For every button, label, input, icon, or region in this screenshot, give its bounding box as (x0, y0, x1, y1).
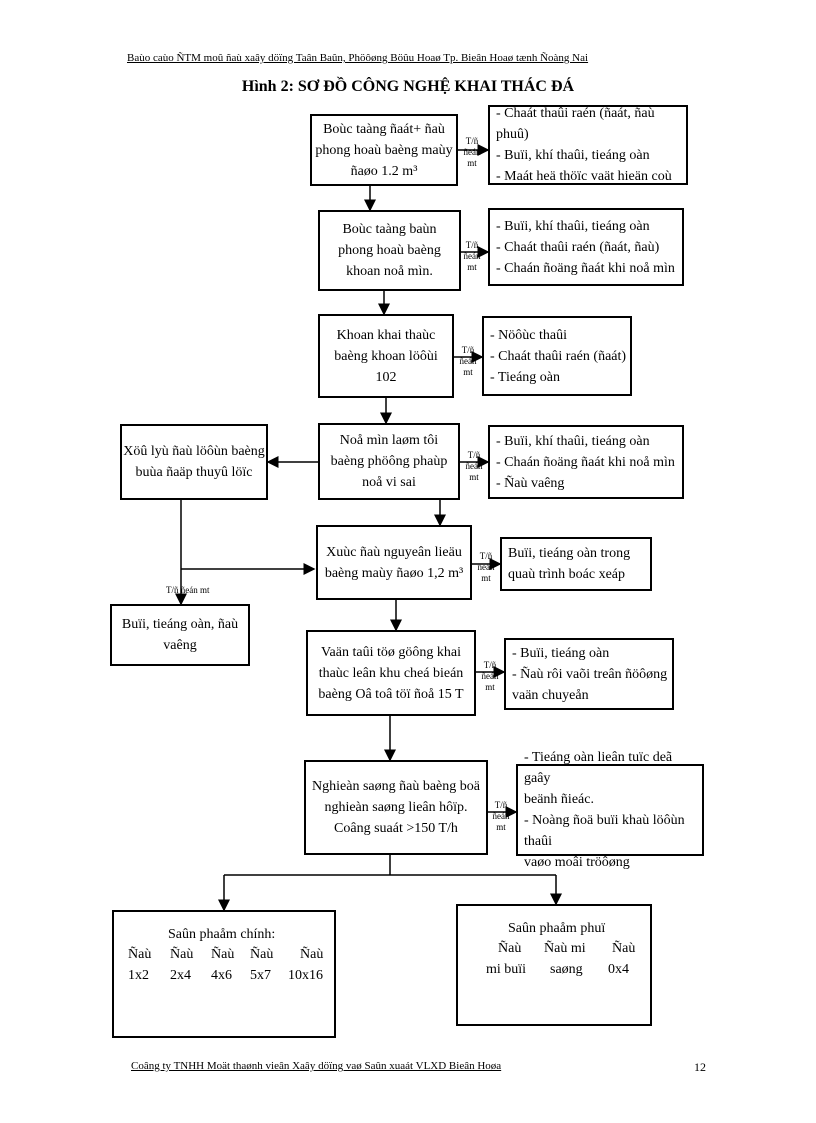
flow-label: T/ñ ñeán mt (492, 800, 510, 832)
product-size: 10x16 (288, 968, 323, 983)
impact-item: - Noàng ñoä buïi khaù löôùn thaûi (524, 813, 685, 849)
secondary-blast-box: Xöû lyù ñaù löôùn baèng buùa ñaäp thuyû … (120, 424, 268, 500)
impact-list: - Chaát thaûi raén (ñaát, ñaù phuû) - Bu… (490, 103, 686, 187)
diagram-title: Hình 2: SƠ ĐỒ CÔNG NGHỆ KHAI THÁC ĐÁ (241, 78, 575, 95)
process-step-text: Xuùc ñaù nguyeân lieäu baèng maùy ñaøo 1… (324, 544, 464, 581)
side-flow-label: T/ñ ñeán mt (166, 585, 210, 595)
product-size: 4x6 (211, 968, 232, 983)
process-step-text: Khoan khai thaùc baèng khoan löôùi 102 (334, 327, 438, 385)
process-step-text: Nghieàn saøng ñaù baèng boä nghieàn saøn… (312, 779, 480, 836)
impact-list: - Buïi, khí thaûi, tieáng oàn - Chaát th… (490, 216, 675, 279)
impact-item: - Nöôùc thaûi (490, 327, 567, 343)
product-label: Ñaù (128, 947, 152, 962)
impact-list: - Buïi, khí thaûi, tieáng oàn - Chaán ño… (490, 431, 675, 494)
product-label: Ñaù (250, 947, 274, 962)
impact-list: Buïi, tieáng oàn trong quaù trình boác x… (502, 543, 630, 585)
impact-item: vaän chuyeån (512, 687, 589, 703)
process-step-text: Vaän taûi töø göông khai thaùc leân khu … (318, 644, 464, 702)
impact-box-blasting: - Buïi, khí thaûi, tieáng oàn - Chaán ño… (488, 425, 684, 499)
impact-item: - Buïi, khí thaûi, tieáng oàn (496, 433, 650, 449)
impact-item: - Chaát thaûi raén (ñaát) (490, 348, 627, 364)
main-products-title: Saûn phaåm chính: (168, 927, 276, 942)
impact-item: - Tieáng oàn (490, 369, 560, 385)
impact-item: - Ñaù rôi vaõi treân ñöôøng (512, 666, 668, 682)
product-label: Ñaù (498, 941, 522, 956)
flow-label: T/ñ ñeán mt (465, 450, 483, 482)
by-products-title: Saûn phaåm phuï (508, 921, 606, 936)
impact-box-stripping-soil: - Chaát thaûi raén (ñaát, ñaù phuû) - Bu… (488, 105, 688, 185)
impact-item: - Chaán ñoäng ñaát khi noå mìn (496, 454, 675, 470)
product-label: Ñaù (170, 947, 194, 962)
by-products-box: Saûn phaåm phuï Ñaù Ñaù mi Ñaù mi buïi s… (456, 904, 652, 1026)
impact-box-loading: Buïi, tieáng oàn trong quaù trình boác x… (500, 537, 652, 591)
impact-list: - Buïi, tieáng oàn - Ñaù rôi vaõi treân … (506, 643, 667, 706)
impact-box-drilling: - Nöôùc thaûi - Chaát thaûi raén (ñaát) … (482, 316, 632, 396)
product-label: Ñaù mi (544, 941, 586, 956)
impact-item: - Chaát thaûi raén (ñaát, ñaù) (496, 239, 660, 255)
product-size: 0x4 (608, 962, 629, 977)
impact-item: - Buïi, tieáng oàn (512, 645, 610, 661)
product-size: 2x4 (170, 968, 191, 983)
process-step-text: Noå mìn laøm tôi baèng phöông phaùp noå … (330, 433, 448, 490)
process-step-transport: Vaän taûi töø göông khai thaùc leân khu … (306, 630, 476, 716)
impact-box-crushing: - Tieáng oàn lieân tuïc deã gaây beänh ñ… (516, 750, 704, 870)
page-footer: Coâng ty TNHH Moät thaønh vieân Xaây döï… (131, 1060, 502, 1072)
impact-item: - Chaát thaûi raén (ñaát, ñaù phuû) (496, 106, 655, 142)
secondary-blast-text: Xöû lyù ñaù löôùn baèng buùa ñaäp thuyû … (123, 444, 265, 480)
flow-label: T/ñ ñeán mt (459, 345, 477, 377)
impact-item: Buïi, tieáng oàn trong (508, 546, 631, 561)
process-step-drilling: Khoan khai thaùc baèng khoan löôùi 102 (318, 314, 454, 398)
impact-item: quaù trình boác xeáp (508, 567, 626, 582)
impact-box-transport: - Buïi, tieáng oàn - Ñaù rôi vaõi treân … (504, 638, 674, 710)
flow-label: T/ñ ñeán mt (463, 136, 481, 168)
product-size: 5x7 (250, 968, 271, 983)
impact-item: - Chaán ñoäng ñaát khi noå mìn (496, 260, 675, 276)
process-step-stripping-soil: Boùc taàng ñaát+ ñaù phong hoaù baèng ma… (310, 114, 458, 186)
product-label: Ñaù (300, 947, 324, 962)
product-size: saøng (550, 962, 583, 977)
main-products-box: Saûn phaåm chính: Ñaù Ñaù Ñaù Ñaù Ñaù 1x… (112, 910, 336, 1038)
flow-label: T/ñ ñeán mt (477, 551, 495, 583)
impact-list: - Nöôùc thaûi - Chaát thaûi raén (ñaát) … (484, 325, 626, 388)
impact-item: - Ñaù vaêng (496, 475, 565, 491)
process-step-blasting: Noå mìn laøm tôi baèng phöông phaùp noå … (318, 423, 460, 500)
impact-item: - Buïi, khí thaûi, tieáng oàn (496, 218, 650, 234)
impact-item: beänh ñieác. (524, 792, 594, 807)
page-header: Baùo caùo ÑTM moû ñaù xaây döïng Taân Ba… (127, 52, 589, 64)
page-number: 12 (694, 1060, 706, 1074)
impact-item: - Maát heä thöïc vaät hieän coù (496, 169, 672, 184)
process-step-stripping-weathered: Boùc taàng baùn phong hoaù baèng khoan n… (318, 210, 461, 291)
secondary-impact-box: Buïi, tieáng oàn, ñaù vaêng (110, 604, 250, 666)
impact-item: - Buïi, khí thaûi, tieáng oàn (496, 148, 650, 163)
impact-list: - Tieáng oàn lieân tuïc deã gaây beänh ñ… (518, 747, 702, 873)
impact-item: vaøo moâi tröôøng (524, 855, 630, 870)
process-step-text: Boùc taàng baùn phong hoaù baèng khoan n… (338, 222, 441, 279)
flow-label: T/ñ ñeán mt (463, 240, 481, 272)
process-step-text: Boùc taàng ñaát+ ñaù phong hoaù baèng ma… (315, 121, 453, 179)
impact-box-stripping-weathered: - Buïi, khí thaûi, tieáng oàn - Chaát th… (488, 208, 684, 286)
product-size: mi buïi (486, 962, 527, 977)
flow-label: T/ñ ñeán mt (481, 660, 499, 692)
process-step-loading: Xuùc ñaù nguyeân lieäu baèng maùy ñaøo 1… (316, 525, 472, 600)
process-step-crushing: Nghieàn saøng ñaù baèng boä nghieàn saøn… (304, 760, 488, 855)
impact-item: - Tieáng oàn lieân tuïc deã gaây (524, 750, 673, 786)
secondary-impact-text: Buïi, tieáng oàn, ñaù vaêng (121, 617, 239, 653)
product-size: 1x2 (128, 968, 149, 983)
product-label: Ñaù (612, 941, 636, 956)
product-label: Ñaù (211, 947, 235, 962)
